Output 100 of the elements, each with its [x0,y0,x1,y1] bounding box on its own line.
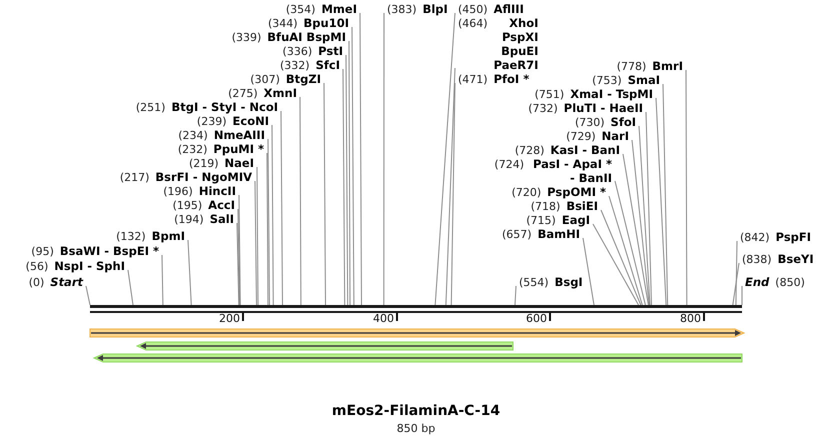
enzyme-name: Bpu10I [304,16,349,30]
leader-line [236,222,240,306]
site-position: (219) [188,157,219,171]
site-position: (838) [742,253,772,267]
leader-line [346,54,348,306]
enzyme-name: BamHI [538,227,580,241]
site-position: (56) [26,260,48,274]
map-title: mEos2-FilaminA-C-14 [332,403,500,420]
site-position: (95) [31,245,54,259]
enzyme-name: KasI - BanI [550,143,620,157]
site-position: (234) [178,129,208,143]
leader-line [268,138,270,306]
enzyme-name: BsrFI - NgoMIV [155,170,252,184]
site-position: (0) [28,276,44,290]
enzyme-name: BsiEI [566,199,598,213]
site-position: (339) [232,31,262,45]
leader-line [732,262,740,306]
enzyme-name: BpmI [152,229,185,243]
enzyme-name: PpuMI * [213,142,264,156]
enzyme-name: PspFI [776,230,812,244]
sequence-start-label: Start [50,275,83,289]
site-position: (383) [387,3,417,17]
leader-line [656,98,667,306]
ruler-number: 200 [219,312,240,325]
leader-line [632,140,650,306]
site-position: (194) [174,213,204,227]
site-position: (450) [458,3,488,17]
feature-bar [93,351,745,365]
leader-line [608,196,643,306]
enzyme-name: BseYI [778,252,814,266]
dna-backbone [90,305,742,313]
leader-line [238,194,241,306]
leader-line [735,240,738,306]
site-position: (732) [528,102,558,116]
leader-line [188,240,192,306]
enzyme-name: PluTI - HaeII [564,101,643,115]
enzyme-name: SalI [210,212,234,226]
site-position: (753) [592,74,622,88]
site-position: (850) [775,276,805,290]
sequence-length: 850 bp [396,422,436,435]
leader-line [686,70,688,306]
enzyme-name: XmnI [264,86,297,100]
enzyme-name: NaeI [224,156,254,170]
leader-line [280,110,283,306]
leader-line [162,254,164,306]
leader-line [86,286,90,306]
enzyme-name: MmeI [321,2,357,16]
leader-line [342,68,346,306]
leader-line [272,124,274,306]
leader-line [360,12,362,306]
site-position: (554) [519,276,549,290]
enzyme-name: NarI [602,129,629,143]
ruler-number: 800 [680,312,701,325]
site-position: (720) [512,186,542,200]
ruler-number: 600 [526,312,547,325]
leader-line [445,68,456,306]
leader-line [614,180,646,306]
site-position: (751) [534,88,564,102]
site-position: (778) [616,60,646,74]
feature-bar [136,339,516,353]
leader-line [450,82,456,306]
enzyme-name: SfoI [610,115,636,129]
leader-line [383,12,384,306]
site-position: (729) [566,130,596,144]
enzyme-name: BsgI [554,275,583,289]
leader-line [128,270,134,306]
enzyme-name: BtgZI [286,72,321,86]
site-position: (195) [172,199,202,213]
enzyme-name: NmeAIII [214,128,265,142]
enzyme-name: SfcI [316,58,340,72]
site-position: (251) [136,101,166,115]
site-position: (464) [458,17,488,31]
leader-line [646,112,652,306]
feature-bar [87,326,745,340]
enzyme-name: PspOMI * [547,185,606,199]
site-position: (842) [740,231,770,245]
site-position: (718) [530,200,560,214]
leader-line [348,40,350,306]
enzyme-name: XhoI PspXI BpuEI PaeR7I [494,16,538,72]
enzyme-name: AflIII [494,2,524,16]
enzyme-name: BlpI [422,2,448,16]
site-position: (132) [116,230,146,244]
leader-line [600,210,642,306]
site-position: (354) [286,3,316,17]
leader-line [662,84,668,306]
site-position: (724) [494,158,524,172]
enzyme-name: BfuAI BspMI [267,30,346,44]
enzyme-name: XmaI - TspMI [570,87,653,101]
enzyme-name: PfoI * [494,72,530,86]
enzyme-name: BsaWI - BspEI * [60,244,159,258]
enzyme-name: NspI - SphI [54,259,125,273]
enzyme-name: EagI [562,213,590,227]
leader-line [592,224,639,306]
site-position: (239) [196,115,227,129]
leader-line [514,286,516,306]
site-position: (336) [282,45,312,59]
leader-line [300,96,302,306]
ruler-number: 400 [373,312,394,325]
site-position: (275) [228,87,258,101]
site-position: (715) [526,214,556,228]
